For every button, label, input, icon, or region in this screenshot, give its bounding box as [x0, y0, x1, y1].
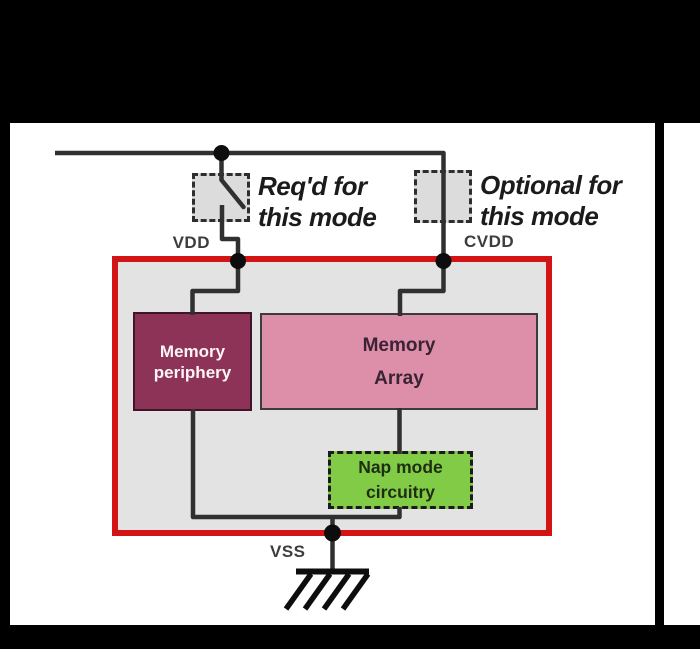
memory-periphery-block: Memory periphery [133, 312, 252, 411]
optional-switch-note: Optional for this mode [480, 170, 622, 232]
memory-periphery-label-line2: periphery [153, 362, 232, 382]
optional-note-line1: Optional for [480, 170, 622, 200]
required-power-switch-icon [192, 173, 250, 222]
memory-array-label-line1: Memory [362, 334, 436, 356]
optional-power-switch-icon [414, 170, 472, 223]
adjacent-page-edge [664, 123, 700, 625]
nap-mode-circuitry-block: Nap mode circuitry [328, 451, 473, 509]
memory-array-block: Memory Array [260, 313, 538, 410]
vss-label: VSS [270, 542, 306, 561]
vdd-label: VDD [172, 233, 210, 252]
optional-note-line2: this mode [480, 201, 599, 231]
required-switch-note: Req'd for this mode [258, 171, 377, 233]
required-note-line2: this mode [258, 202, 377, 232]
cvdd-label: CVDD [464, 232, 515, 251]
memory-periphery-label-line1: Memory [159, 341, 226, 361]
required-note-line1: Req'd for [258, 171, 367, 201]
nap-mode-label-line1: Nap mode [358, 457, 443, 477]
nap-mode-label-line2: circuitry [365, 482, 436, 502]
memory-array-label-line2: Array [374, 367, 424, 389]
